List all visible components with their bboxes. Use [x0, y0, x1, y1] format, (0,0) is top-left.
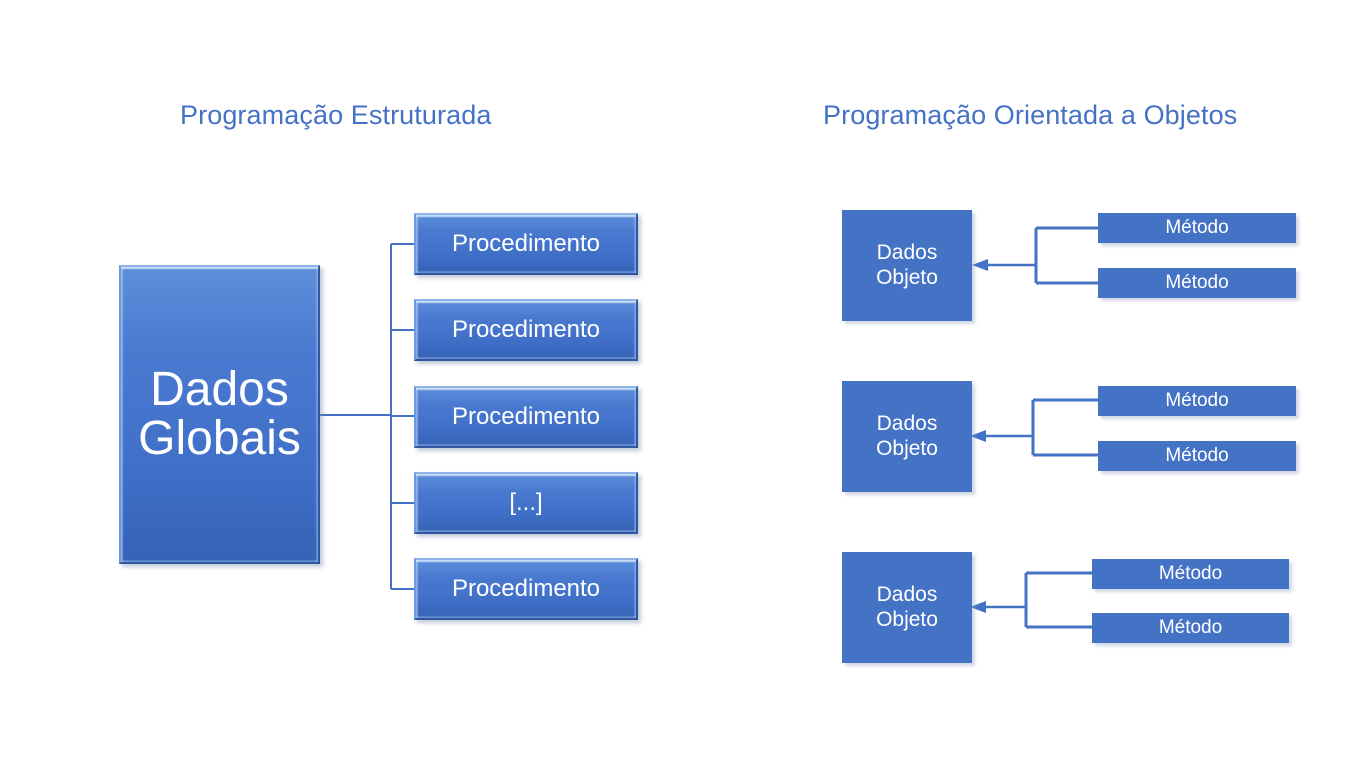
object-data-box-2[interactable]: Dados Objeto: [842, 381, 972, 492]
object-2-arrow-head: [970, 430, 986, 442]
object-3-method-box-2[interactable]: Método: [1092, 613, 1289, 643]
procedure-box-2[interactable]: Procedimento: [414, 299, 638, 361]
global-data-box[interactable]: Dados Globais: [119, 265, 320, 564]
object-2-method-box-1[interactable]: Método: [1098, 386, 1296, 416]
structured-programming-title: Programação Estruturada: [180, 100, 492, 130]
object-data-box-2-line-1: Dados: [876, 411, 938, 435]
object-data-box-1-line-2: Objeto: [876, 265, 938, 289]
object-2-method-box-2[interactable]: Método: [1098, 441, 1296, 471]
object-data-box-2-line-2: Objeto: [876, 436, 938, 460]
object-data-box-1[interactable]: Dados Objeto: [842, 210, 972, 321]
object-data-box-3-line-1: Dados: [876, 582, 938, 606]
procedure-box-4[interactable]: [...]: [414, 472, 638, 534]
object-3-arrow-head: [970, 601, 986, 613]
object-1-method-box-2[interactable]: Método: [1098, 268, 1296, 298]
object-data-box-1-line-1: Dados: [876, 240, 938, 264]
object-data-box-3-line-2: Objeto: [876, 607, 938, 631]
object-1-arrow-head: [972, 259, 988, 271]
global-data-line-2: Globais: [138, 411, 301, 465]
object-data-box-3[interactable]: Dados Objeto: [842, 552, 972, 663]
procedure-box-1[interactable]: Procedimento: [414, 213, 638, 275]
procedure-box-5[interactable]: Procedimento: [414, 558, 638, 620]
object-3-method-box-1[interactable]: Método: [1092, 559, 1289, 589]
global-data-line-1: Dados: [150, 362, 289, 416]
object-oriented-programming-title: Programação Orientada a Objetos: [823, 100, 1238, 130]
object-1-method-box-1[interactable]: Método: [1098, 213, 1296, 243]
procedure-box-3[interactable]: Procedimento: [414, 386, 638, 448]
